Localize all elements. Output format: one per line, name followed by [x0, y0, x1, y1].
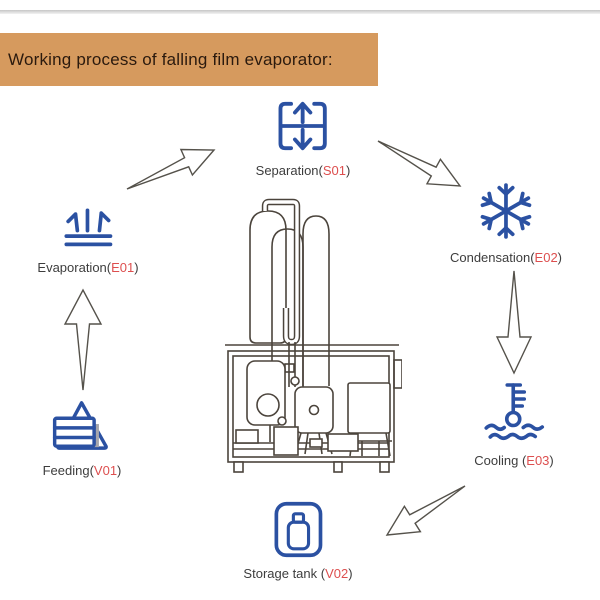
storage-tank-icon [273, 501, 323, 563]
condensation-label: Condensation(E02) [449, 250, 563, 265]
arrow-separation-to-condensation [377, 140, 462, 187]
title-bar: Working process of falling film evaporat… [0, 33, 378, 86]
evaporator-machine-illustration [225, 198, 402, 473]
feed-hopper-icon [53, 399, 111, 456]
separation-arrows-icon [276, 99, 330, 158]
arrow-condensation-to-cooling [495, 270, 533, 375]
evaporation-label: Evaporation(E01) [37, 260, 139, 275]
node-storage-tank: Storage tank (V02) [243, 501, 353, 581]
arrow-evaporation-to-separation [126, 148, 216, 190]
node-cooling: Cooling (E03) [474, 381, 554, 468]
node-feeding: Feeding(V01) [42, 399, 122, 478]
node-evaporation: Evaporation(E01) [37, 203, 139, 275]
steam-arrows-icon [59, 203, 117, 254]
storage-tank-label: Storage tank (V02) [243, 566, 353, 581]
thermometer-waves-icon [483, 381, 545, 446]
node-condensation: Condensation(E02) [450, 180, 562, 265]
node-separation: Separation(S01) [255, 99, 351, 178]
cooling-label: Cooling (E03) [474, 453, 554, 468]
separation-label: Separation(S01) [255, 163, 351, 178]
page-title: Working process of falling film evaporat… [8, 49, 333, 69]
top-divider [0, 10, 600, 14]
arrow-cooling-to-storage-tank [385, 485, 466, 536]
snowflake-icon [475, 180, 537, 247]
feeding-label: Feeding(V01) [42, 463, 122, 478]
arrow-feeding-to-evaporation [63, 288, 103, 391]
